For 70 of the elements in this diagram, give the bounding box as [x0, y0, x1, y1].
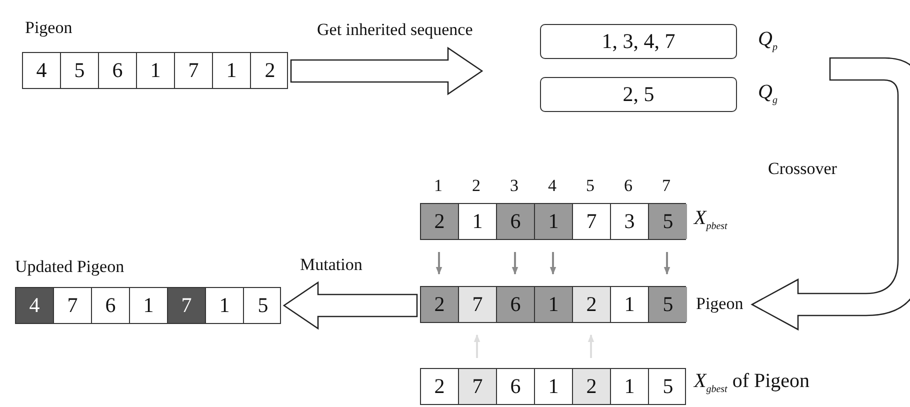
arrow: [436, 252, 442, 275]
cell-value: 3: [624, 209, 635, 234]
cell-value: 2: [434, 292, 445, 317]
cell-value: 2: [434, 209, 445, 234]
block-arrow: [282, 281, 418, 330]
array-row: [420, 286, 686, 323]
array-row: [15, 287, 281, 324]
cell-value: 1: [226, 58, 237, 83]
cell-value: 7: [67, 293, 78, 318]
arrow: [550, 252, 556, 275]
arrow: [474, 334, 480, 358]
cell-value: 5: [662, 374, 674, 399]
cell-value: 2: [586, 292, 597, 317]
cell-value: 1: [548, 292, 559, 317]
cell-value: 2: [434, 374, 445, 399]
array-row: [420, 368, 686, 405]
row-label: X$_{gbest}$ of Pigeon: [694, 370, 810, 395]
cell-value: 6: [510, 292, 521, 317]
edge-label: Mutation: [300, 255, 362, 275]
cell-value: 5: [662, 292, 674, 317]
column-number: 6: [624, 176, 632, 196]
cell-value: 1: [624, 292, 635, 317]
cell-value: 6: [510, 374, 521, 399]
cell-value: 1: [150, 58, 161, 83]
cell-value: 5: [258, 293, 268, 318]
cell-value: 2: [586, 374, 597, 399]
cell-value: 4: [29, 293, 40, 318]
column-number: 5: [586, 176, 594, 196]
cell-value: 7: [188, 58, 199, 83]
edge-label: Crossover: [768, 159, 837, 179]
sequence-box: [540, 24, 737, 59]
array-row: [22, 52, 288, 89]
cell-value: 1: [548, 209, 559, 234]
cell-value: 7: [472, 374, 483, 399]
row-label: Q$_{g}$: [758, 81, 778, 106]
row-label: X$_{pbest}$: [694, 207, 728, 232]
cell-value: 7: [181, 293, 192, 318]
cell-value: 1: [624, 374, 635, 399]
block-arrow: [290, 46, 484, 96]
sequence-text: 1, 3, 4, 7: [602, 29, 676, 54]
sequence-text: 2, 5: [622, 82, 654, 107]
cell-value: 5: [74, 58, 85, 83]
cell-value: 1: [548, 374, 559, 399]
arrow: [588, 334, 594, 358]
cell-value: 1: [472, 209, 483, 234]
arrow: [664, 252, 670, 275]
row-label: Q$_{p}$: [758, 28, 778, 53]
edge-label: Get inherited sequence: [317, 20, 473, 40]
cell-value: 2: [264, 58, 276, 83]
array-row: [420, 203, 686, 240]
cell-value: 5: [662, 209, 674, 234]
row-label: Pigeon: [25, 18, 72, 38]
column-number: 3: [510, 176, 518, 196]
cell-value: 7: [586, 209, 597, 234]
cell-value: 1: [219, 293, 230, 318]
cell-value: 6: [112, 58, 123, 83]
cell-value: 1: [143, 293, 154, 318]
column-number: 4: [548, 176, 556, 196]
column-number: 1: [434, 176, 442, 196]
column-number: 7: [662, 176, 670, 196]
cell-value: 6: [510, 209, 521, 234]
row-label: Updated Pigeon: [15, 257, 124, 277]
column-number: 2: [472, 176, 480, 196]
cell-value: 6: [105, 293, 116, 318]
sequence-box: [540, 77, 737, 112]
arrow: [512, 252, 518, 275]
curved-block-arrow: [751, 57, 910, 330]
cell-value: 4: [36, 58, 47, 83]
cell-value: 7: [472, 292, 483, 317]
row-label: Pigeon: [696, 294, 744, 314]
